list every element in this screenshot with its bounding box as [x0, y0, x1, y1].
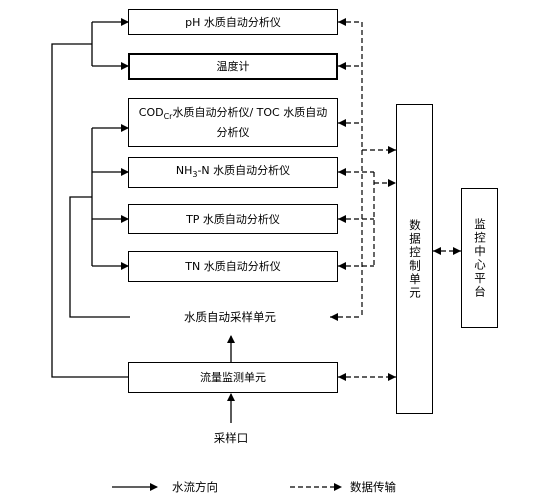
data-control-unit-box: 数据控制单元 [396, 104, 433, 414]
data-control-unit-label: 数据控制单元 [408, 218, 422, 300]
sampling-inlet-label: 采样口 [213, 431, 249, 445]
tn-analyzer-label: TN 水质自动分析仪 [185, 260, 281, 273]
dash-arrow-tn [338, 262, 346, 270]
monitoring-center-label: 监控中心平台 [473, 217, 487, 299]
dash-arrow-temp [338, 62, 346, 70]
ph-analyzer-box: pH 水质自动分析仪 [128, 9, 338, 35]
tn-analyzer-box: TN 水质自动分析仪 [128, 251, 338, 282]
dash-arrow-tp [338, 215, 346, 223]
dash-arrow-dcu-a [388, 146, 396, 154]
flow-to-top-line [51, 43, 130, 378]
dash-arrow-dcu-b [388, 179, 396, 187]
tp-analyzer-box: TP 水质自动分析仪 [128, 204, 338, 234]
monitoring-center-box: 监控中心平台 [461, 188, 498, 328]
legend-water-flow-label: 水流方向 [172, 480, 218, 494]
dash-arrow-monitor-right [453, 247, 461, 255]
legend-data-transfer-label: 数据传输 [350, 480, 396, 494]
dash-arrow-flow-right [388, 373, 396, 381]
cod-toc-analyzer-label: CODCr水质自动分析仪/ TOC 水质自动分析仪 [138, 106, 328, 139]
dash-arrow-flow-left [338, 373, 346, 381]
cod-toc-analyzer-box: CODCr水质自动分析仪/ TOC 水质自动分析仪 [128, 98, 338, 147]
flow-monitoring-unit-label: 流量监测单元 [200, 371, 266, 384]
dash-arrow-dcu-left [433, 247, 441, 255]
dash-arrow-nh [338, 168, 346, 176]
sampling-to-analyzers-line [69, 196, 130, 318]
nh3n-analyzer-label: NH3-N 水质自动分析仪 [175, 163, 291, 180]
tp-analyzer-label: TP 水质自动分析仪 [186, 212, 280, 226]
sampling-unit-label: 水质自动采样单元 [184, 310, 276, 324]
dash-arrow-cod [338, 119, 346, 127]
thermometer-box: 温度计 [128, 53, 338, 80]
thermometer-label: 温度计 [216, 60, 250, 73]
nh3n-analyzer-box: NH3-N 水质自动分析仪 [128, 157, 338, 188]
dash-arrow-ph [338, 18, 346, 26]
dash-arrow-sampling [330, 313, 338, 321]
ph-analyzer-label: pH 水质自动分析仪 [185, 15, 281, 29]
flow-monitoring-unit-box: 流量监测单元 [128, 362, 338, 393]
legend-dash-arrow [334, 483, 342, 491]
